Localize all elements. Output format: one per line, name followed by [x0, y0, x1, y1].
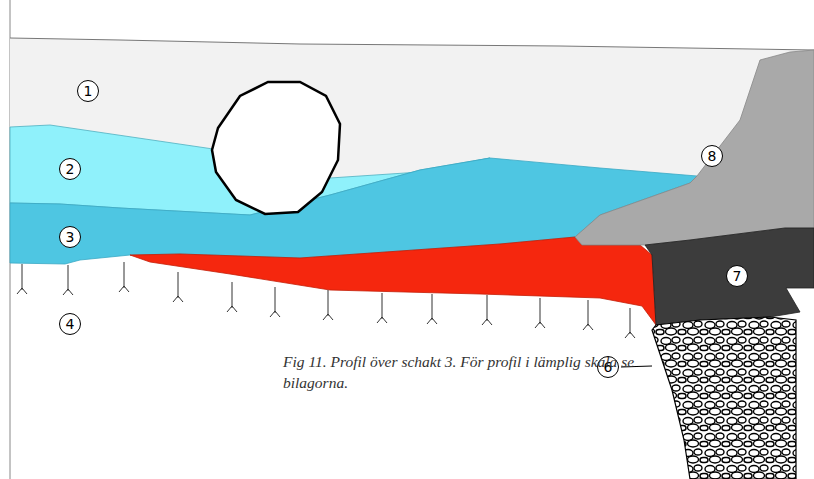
root-mark	[482, 295, 492, 325]
layer-7	[645, 228, 814, 325]
root-mark	[583, 300, 593, 330]
root-mark	[227, 282, 237, 312]
callout-number: 2	[66, 162, 75, 176]
root-symbols	[17, 262, 635, 338]
callout-circle: 3	[59, 226, 81, 248]
root-mark	[427, 294, 437, 324]
root-mark	[63, 265, 73, 295]
callout-number: 3	[66, 230, 75, 244]
root-mark	[173, 272, 183, 302]
callout-circle: 8	[701, 145, 723, 167]
figure-caption: Fig 11. Profil över schakt 3. För profil…	[283, 351, 643, 393]
root-mark	[323, 290, 333, 320]
callout-circle: 2	[59, 158, 81, 180]
root-mark	[535, 298, 545, 328]
root-mark	[119, 262, 129, 292]
callout-number: 4	[66, 317, 75, 331]
red-layer	[130, 237, 656, 325]
callout-number: 8	[708, 149, 717, 163]
callout-circle: 4	[59, 313, 81, 335]
stone-layer-6	[652, 317, 796, 479]
root-mark	[17, 264, 27, 294]
root-mark	[270, 287, 280, 317]
ground-surface	[10, 38, 814, 50]
callout-number: 1	[84, 84, 93, 98]
callout-circle: 7	[726, 265, 748, 287]
root-mark	[377, 293, 387, 323]
callout-circle: 1	[77, 80, 99, 102]
callout-number: 7	[733, 269, 742, 283]
root-mark	[625, 308, 635, 338]
layer-8	[575, 50, 814, 245]
boulder	[212, 82, 340, 214]
